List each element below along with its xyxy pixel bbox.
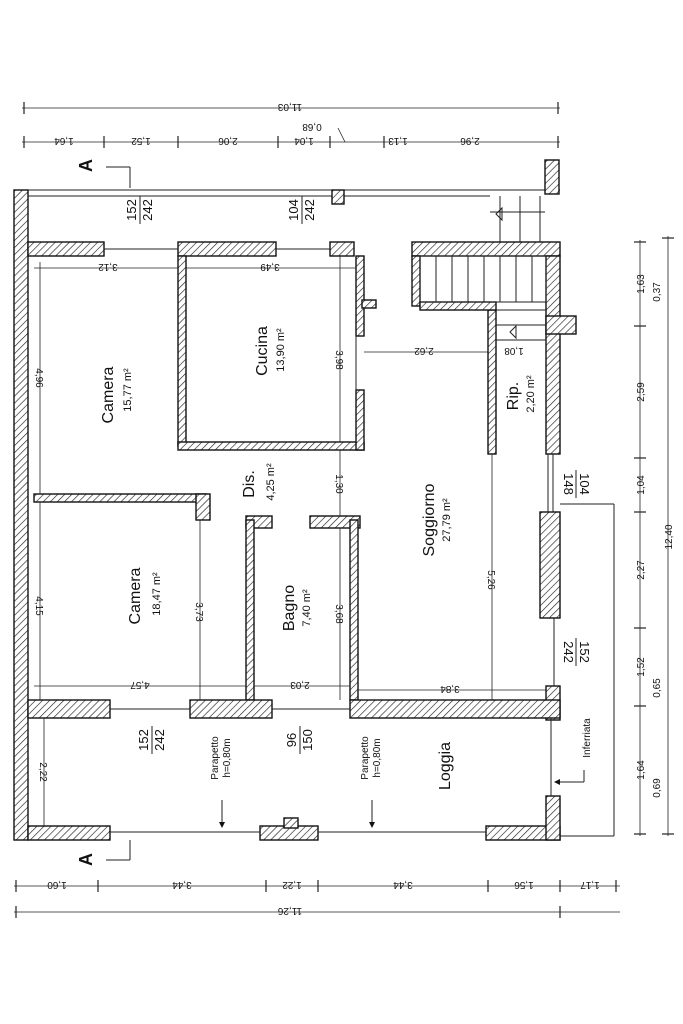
right-dim-3: 1,04 <box>636 475 647 495</box>
top-dim-3: 2,06 <box>218 135 238 146</box>
staircase <box>419 196 547 341</box>
top-dim-4: 1,04 <box>294 135 314 146</box>
top-dim-1: 1,64 <box>54 135 74 146</box>
right-dimension-chain: 1,63 0,37 2,59 1,04 2,27 1,52 0,65 1,64 … <box>634 236 675 836</box>
dis-area: 4,25 m² <box>265 463 277 501</box>
bagno-width: 2,03 <box>290 679 310 690</box>
right-dim-2: 2,59 <box>636 382 647 402</box>
bottom-dimension-chain: 1,60 3,44 1,22 3,44 1,56 1,17 11,26 <box>14 879 620 918</box>
section-label-top: A <box>76 159 96 172</box>
inferriata-label: Inferriata <box>582 718 593 758</box>
soggiorno-name: Soggiorno <box>421 483 438 556</box>
cucina-width: 3,49 <box>260 261 280 272</box>
frac-top-mid-num: 104 <box>286 199 301 221</box>
frac-top-left-den: 242 <box>140 199 155 221</box>
right-total-dim: 12,40 <box>664 524 675 549</box>
frac-bottom-1-den: 242 <box>152 729 167 751</box>
frac-bottom-2-den: 150 <box>300 729 315 751</box>
camera1-height: 4,96 <box>33 368 44 388</box>
soggiorno-area: 27,79 m² <box>441 498 453 542</box>
corridor-dim: 1,30 <box>333 474 344 494</box>
top-dim-extra: 0,68 <box>302 121 322 132</box>
opening-fractions: 152 242 104 242 104 148 152 242 152 242 … <box>124 196 592 754</box>
top-dim-2: 1,52 <box>131 135 151 146</box>
parapetto-1-height: h=0,80m <box>222 738 233 777</box>
camera2-height-2: 3,73 <box>193 602 204 622</box>
room-dimensions: 3,12 4,96 3,49 3,98 2,62 1,08 1,30 5,26 … <box>33 256 546 826</box>
soggiorno-width: 3,84 <box>440 683 460 694</box>
section-marker-bottom: A <box>76 840 131 866</box>
parapetto-2-height: h=0,80m <box>372 738 383 777</box>
frac-top-left-num: 152 <box>124 199 139 221</box>
top-total-dim: 11,03 <box>277 101 302 112</box>
right-dim-1: 1,63 <box>636 274 647 294</box>
soggiorno-stair-dim: 2,62 <box>414 345 434 356</box>
rip-name: Rip. <box>505 382 522 410</box>
right-dim-5b: 0,65 <box>652 678 663 698</box>
bottom-dim-3: 1,22 <box>282 879 302 890</box>
right-dim-1b: 0,37 <box>652 282 663 302</box>
camera2-width: 4,57 <box>130 679 150 690</box>
loggia-name: Loggia <box>437 742 454 790</box>
parapetto-2-label: Parapetto <box>360 736 371 780</box>
section-label-bottom: A <box>76 853 96 866</box>
bottom-dim-6: 1,17 <box>580 879 600 890</box>
openings <box>104 248 554 710</box>
frac-right-1-den: 148 <box>561 473 576 495</box>
camera2-name: Camera <box>127 567 144 624</box>
section-marker-top: A <box>76 159 131 188</box>
right-dim-6b: 0,69 <box>652 778 663 798</box>
top-dim-6: 2,96 <box>460 135 480 146</box>
frac-right-2-num: 152 <box>577 641 592 663</box>
dis-name: Dis. <box>241 470 258 498</box>
top-dim-5: 1,13 <box>388 135 408 146</box>
bagno-area: 7,40 m² <box>301 589 313 627</box>
camera2-height-1: 4,15 <box>33 596 44 616</box>
frac-bottom-2-num: 96 <box>284 733 299 747</box>
bottom-dim-4: 3,44 <box>393 879 413 890</box>
camera2-area: 18,47 m² <box>151 572 163 616</box>
bottom-total-dim: 11,26 <box>277 905 302 916</box>
walls <box>13 159 577 841</box>
right-dim-6: 1,64 <box>636 760 647 780</box>
parapetto-1-label: Parapetto <box>210 736 221 780</box>
bottom-dim-2: 3,44 <box>172 879 192 890</box>
frac-top-mid-den: 242 <box>302 199 317 221</box>
camera1-area: 15,77 m² <box>122 368 134 412</box>
room-labels: Camera 15,77 m² Cucina 13,90 m² Dis. 4,2… <box>100 326 615 837</box>
frac-right-1-num: 104 <box>577 473 592 495</box>
camera1-width: 3,12 <box>98 261 118 272</box>
frac-bottom-1-num: 152 <box>136 729 151 751</box>
rip-area: 2,20 m² <box>525 375 537 413</box>
cucina-height: 3,98 <box>333 350 344 370</box>
cucina-name: Cucina <box>254 326 271 376</box>
rip-width: 1,08 <box>504 345 524 356</box>
frac-right-2-den: 242 <box>561 641 576 663</box>
top-dimension-chain: 11,03 1,64 1,52 2,06 1,04 1,13 2,96 0,68 <box>22 101 560 148</box>
bottom-dim-1: 1,60 <box>47 879 67 890</box>
soggiorno-height: 5,26 <box>485 570 496 590</box>
loggia-height: 2,22 <box>37 762 48 782</box>
bottom-dim-5: 1,56 <box>514 879 534 890</box>
cucina-area: 13,90 m² <box>275 328 287 372</box>
right-dim-5: 1,52 <box>636 657 647 677</box>
bagno-height: 3,68 <box>333 604 344 624</box>
right-dim-4: 2,27 <box>636 560 647 580</box>
camera1-name: Camera <box>100 366 117 423</box>
bagno-name: Bagno <box>281 585 298 631</box>
